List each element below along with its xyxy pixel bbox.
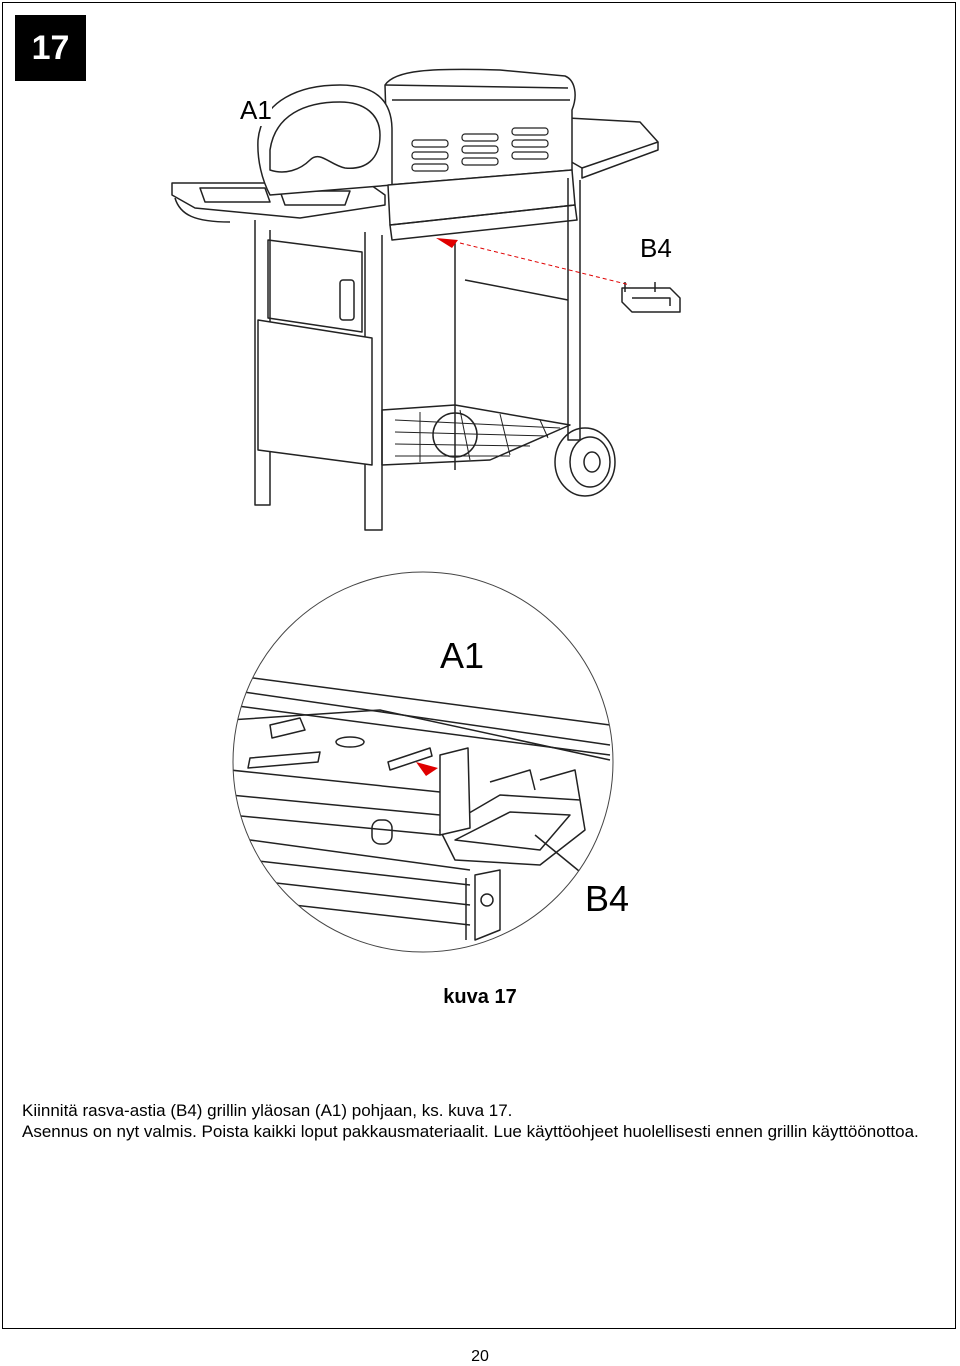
figure-caption: kuva 17 [443, 986, 517, 1008]
grill-drawing [171, 68, 681, 531]
detail-label-b4: B4 [585, 878, 630, 920]
label-b4: B4 [640, 233, 672, 264]
instruction-line: Kiinnitä rasva-astia (B4) grillin yläosa… [22, 1101, 513, 1120]
page-number: 20 [471, 1348, 489, 1365]
detail-circle [232, 571, 614, 953]
instructions: Kiinnitä rasva-astia (B4) grillin yläosa… [22, 1100, 942, 1142]
step-number-badge: 17 [15, 15, 86, 81]
arrow-icon [436, 238, 458, 248]
page-frame [2, 2, 956, 1329]
step-number: 17 [31, 28, 70, 67]
guide-line [459, 242, 631, 286]
instruction-line: Asennus on nyt valmis. Poista kaikki lop… [22, 1122, 919, 1141]
detail-arrow-icon [416, 762, 438, 776]
detail-label-a1: A1 [440, 635, 485, 677]
label-a1: A1 [240, 95, 272, 126]
